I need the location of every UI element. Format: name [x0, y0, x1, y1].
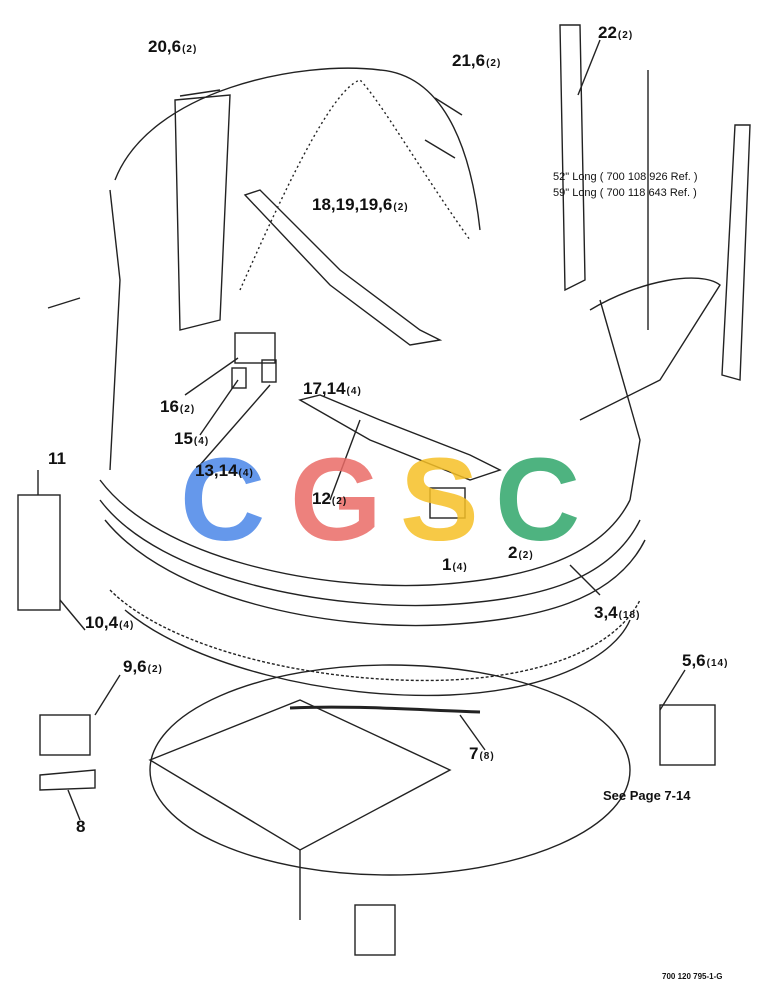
leader-7: [459, 714, 486, 751]
leader-9: [94, 674, 121, 716]
callout-17-14: 17,14(4): [303, 379, 362, 398]
note-59-long: 59" Long ( 700 118 643 Ref. ): [553, 187, 697, 199]
plate-16: [234, 332, 276, 364]
callout-1: 1(4): [442, 555, 468, 574]
gear-ring: [109, 589, 641, 682]
cgsc-watermark-logo: C G S C: [180, 440, 580, 560]
gear-ring-inner: [124, 609, 631, 697]
callout-8: 8: [76, 817, 86, 836]
callout-18-19: 18,19,19,6(2): [312, 195, 409, 214]
leader-13: [199, 384, 271, 466]
right-handle: [579, 277, 721, 421]
watermark-letter-g: G: [290, 440, 382, 560]
base-foot: [354, 904, 396, 956]
callout-15: 15(4): [174, 429, 210, 448]
upright-bracket-22b: [721, 124, 751, 381]
pin-21: [434, 97, 463, 116]
callout-11: 11: [48, 449, 66, 468]
cone-shade: [239, 79, 471, 291]
callout-16: 16(2): [160, 397, 196, 416]
base-platform: [149, 664, 631, 876]
upper-arm: [243, 189, 443, 346]
left-mount: [39, 714, 91, 756]
callout-21-6: 21,6(2): [452, 51, 502, 70]
lower-arm: [298, 394, 502, 481]
callout-10-4: 10,4(4): [85, 613, 135, 632]
callout-2: 2(2): [508, 543, 534, 562]
back-panel: [174, 94, 231, 331]
leader-12: [329, 419, 361, 501]
plate-15a: [231, 367, 247, 389]
callout-3-4: 3,4(18): [594, 603, 641, 622]
strip-7: [289, 705, 481, 714]
watermark-letter-c1: C: [180, 440, 265, 560]
ring-band-2: [104, 519, 646, 627]
note-52-long: 52" Long ( 700 108 926 Ref. ): [553, 171, 698, 183]
plate-15b: [261, 359, 277, 383]
pin-20: [179, 89, 221, 97]
bowl-right-wall: [599, 299, 641, 501]
callout-7: 7(8): [469, 744, 495, 763]
see-page-reference: See Page 7-14: [603, 788, 691, 803]
leader-16: [184, 357, 239, 396]
part-11: [17, 494, 61, 611]
callout-12: 12(2): [312, 489, 348, 508]
callout-20-6: 20,6(2): [148, 37, 198, 56]
ring-band-1: [99, 499, 641, 607]
leader-22: [577, 39, 601, 96]
upright-bracket-22a: [559, 24, 586, 292]
pin-18: [424, 139, 456, 159]
leader-15: [199, 379, 239, 436]
bowl-front-rim: [99, 479, 631, 587]
callout-13-14: 13,14(4): [195, 461, 254, 480]
callout-9-6: 9,6(2): [123, 657, 163, 676]
part-8: [39, 769, 96, 791]
watermark-letter-c2: C: [495, 440, 580, 560]
plate-1: [429, 487, 466, 519]
right-mount: [659, 704, 716, 766]
callout-5-6: 5,6(14): [682, 651, 729, 670]
pin-left: [47, 297, 81, 309]
leader-5: [659, 669, 686, 711]
bowl-upper-rim: [114, 67, 481, 231]
bowl-left-wall: [109, 189, 121, 471]
base-frame: [148, 699, 452, 851]
callout-22: 22(2): [598, 23, 634, 42]
drawing-reference-number: 700 120 795-1-G: [662, 972, 723, 981]
leader-3: [569, 564, 601, 596]
leader-8: [67, 789, 81, 821]
leader-10: [59, 599, 86, 631]
watermark-letter-s: S: [400, 440, 479, 560]
